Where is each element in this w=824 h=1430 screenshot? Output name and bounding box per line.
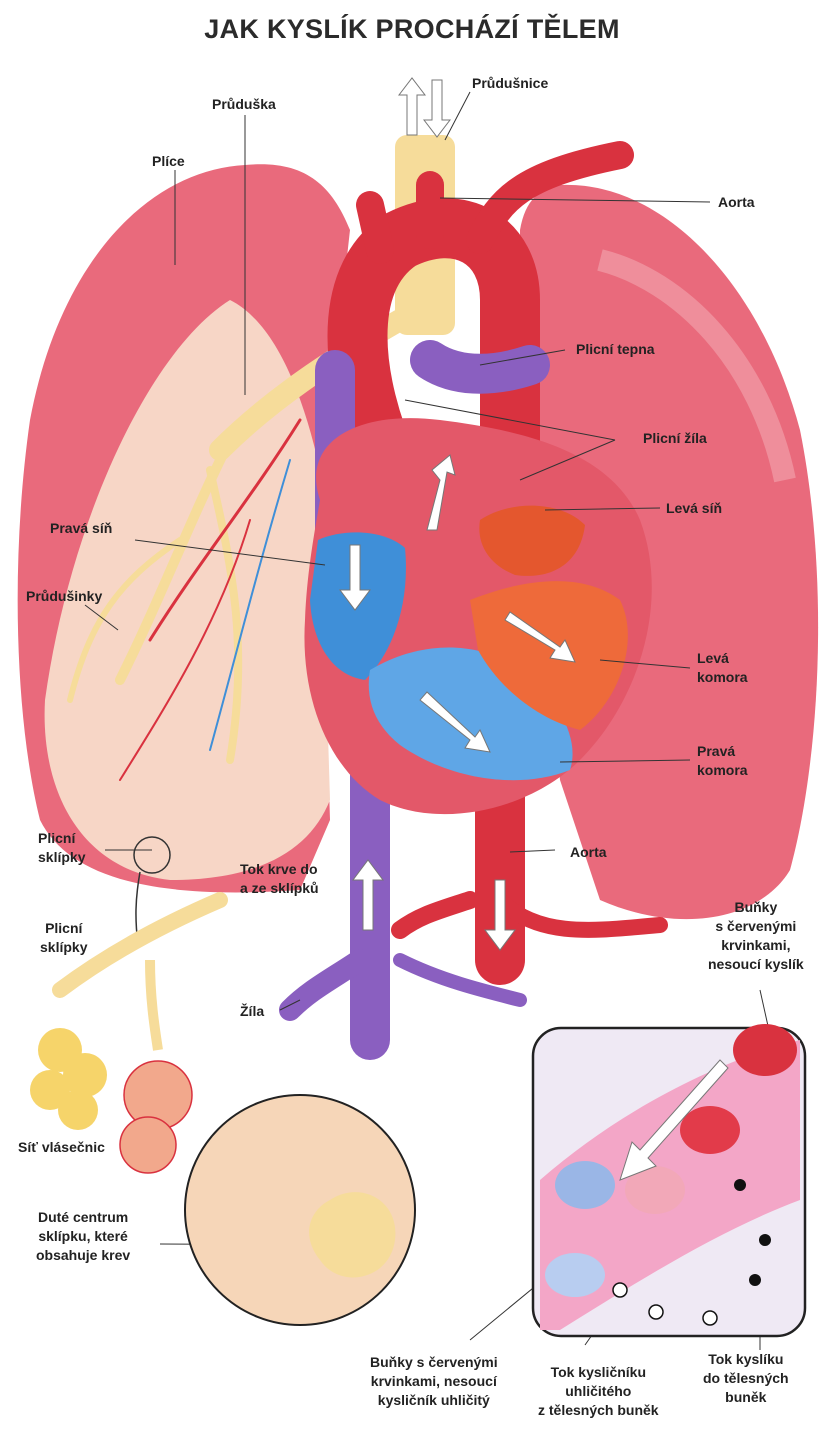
label-bunky-co2-line1: Buňky s červenými (370, 1353, 498, 1372)
label-prava-komora-line2: komora (697, 761, 748, 780)
label-tok-co2-line3: z tělesných buněk (538, 1401, 659, 1420)
label-dute-centrum-line2: sklípku, které (36, 1227, 130, 1246)
label-prava-komora-line1: Pravá (697, 742, 748, 761)
label-tok-kysliku: Tok kyslíku do tělesných buněk (703, 1350, 789, 1407)
label-leva-komora: Levá komora (697, 649, 748, 687)
label-bunky-co2-line2: krvinkami, nesoucí (370, 1372, 498, 1391)
label-pruduska: Průduška (212, 95, 276, 114)
label-bunky-co2: Buňky s červenými krvinkami, nesoucí kys… (370, 1353, 498, 1410)
label-bunky-kyslik-line3: krvinkami, (708, 936, 804, 955)
label-leva-komora-line1: Levá (697, 649, 748, 668)
label-plicni-tepna: Plicní tepna (576, 340, 655, 359)
label-leva-sin: Levá síň (666, 499, 722, 518)
label-aorta-top: Aorta (718, 193, 755, 212)
label-tok-krve-line2: a ze sklípků (240, 879, 319, 898)
label-plice: Plíce (152, 152, 185, 171)
label-prava-komora: Pravá komora (697, 742, 748, 780)
label-aorta-bottom: Aorta (570, 843, 607, 862)
label-plicni-zila: Plicní žíla (643, 429, 707, 448)
label-bunky-kyslik: Buňky s červenými krvinkami, nesoucí kys… (708, 898, 804, 974)
label-tok-co2-line1: Tok kysličníku (538, 1363, 659, 1382)
label-tok-kysliku-line3: buněk (703, 1388, 789, 1407)
label-prudusnice: Průdušnice (472, 74, 548, 93)
label-bunky-kyslik-line4: nesoucí kyslík (708, 955, 804, 974)
label-bunky-co2-line3: kysličník uhličitý (370, 1391, 498, 1410)
label-bunky-kyslik-line2: s červenými (708, 917, 804, 936)
label-plicni-sklipky-a-line1: Plicní (38, 829, 85, 848)
label-dute-centrum-line1: Duté centrum (36, 1208, 130, 1227)
label-prudusinky: Průdušinky (26, 587, 102, 606)
label-sit-vlasecnic: Síť vlásečnic (18, 1138, 105, 1157)
label-tok-co2-line2: uhličitého (538, 1382, 659, 1401)
label-tok-krve: Tok krve do a ze sklípků (240, 860, 319, 898)
label-tok-kysliku-line1: Tok kyslíku (703, 1350, 789, 1369)
label-leva-komora-line2: komora (697, 668, 748, 687)
label-tok-krve-line1: Tok krve do (240, 860, 319, 879)
label-zila: Žíla (240, 1002, 264, 1021)
label-plicni-sklipky-a-line2: sklípky (38, 848, 85, 867)
label-dute-centrum-line3: obsahuje krev (36, 1246, 130, 1265)
label-prava-sin: Pravá síň (50, 519, 112, 538)
label-plicni-sklipky-b-line2: sklípky (40, 938, 87, 957)
label-tok-kysliku-line2: do tělesných (703, 1369, 789, 1388)
label-plicni-sklipky-b: Plicní sklípky (40, 919, 87, 957)
label-plicni-sklipky-a: Plicní sklípky (38, 829, 85, 867)
label-plicni-sklipky-b-line1: Plicní (40, 919, 87, 938)
label-bunky-kyslik-line1: Buňky (708, 898, 804, 917)
label-tok-co2: Tok kysličníku uhličitého z tělesných bu… (538, 1363, 659, 1420)
label-dute-centrum: Duté centrum sklípku, které obsahuje kre… (36, 1208, 130, 1265)
